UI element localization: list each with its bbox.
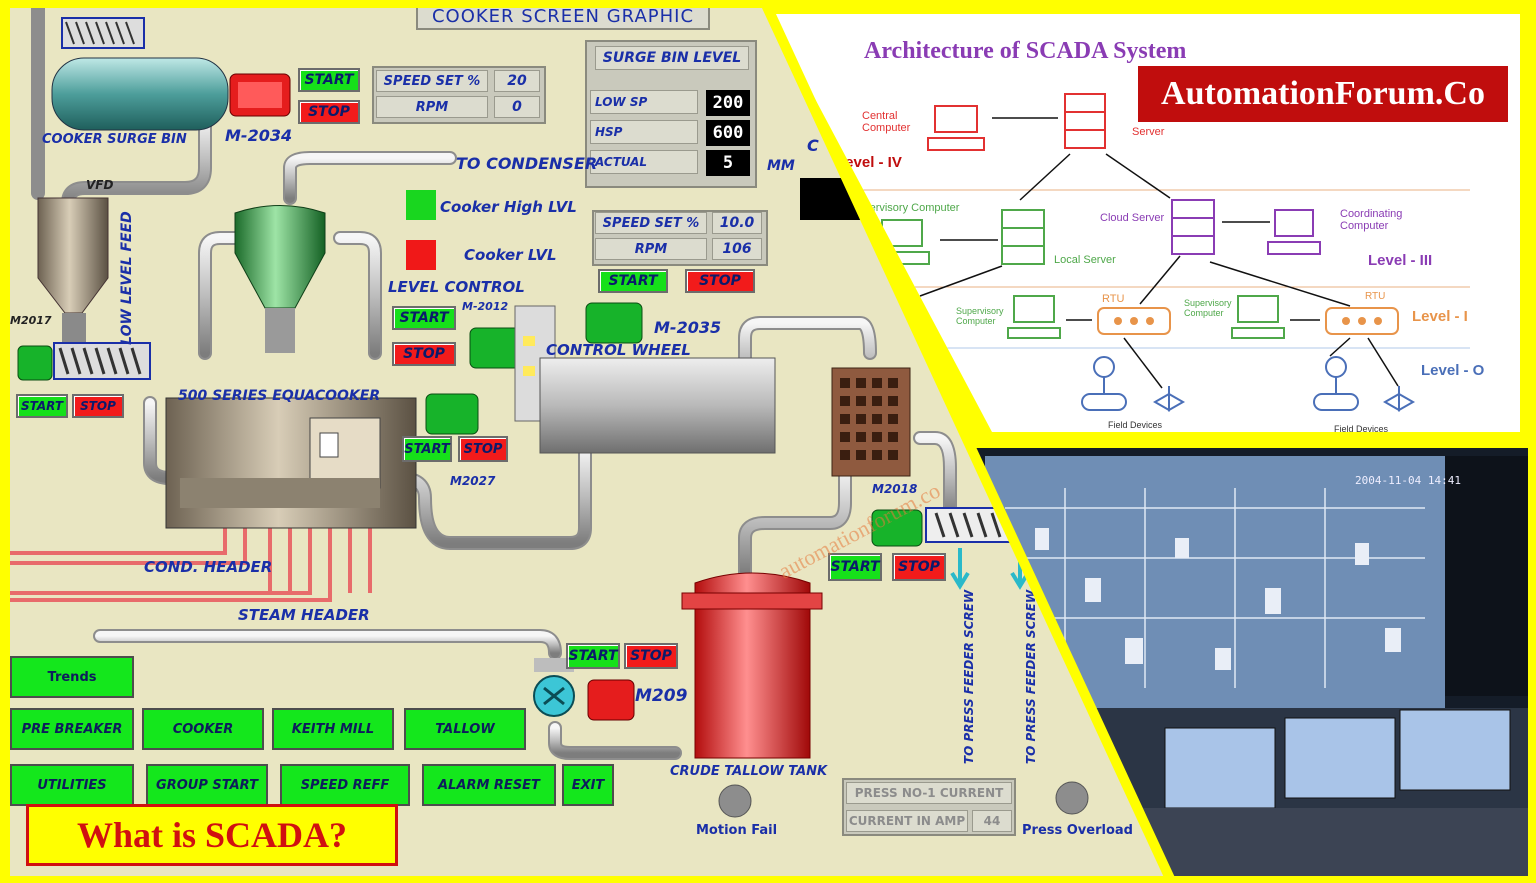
m209-label: M209 <box>635 686 688 706</box>
cond-header-label: COND. HEADER <box>144 558 273 576</box>
cloud-server-label: Cloud Server <box>1100 212 1165 224</box>
surge-unit: MM <box>767 158 795 174</box>
cooker-lvl-label: Cooker LVL <box>464 246 557 264</box>
motion-fail-label: Motion Fail <box>696 823 778 838</box>
amp-value: 44 <box>972 810 1012 832</box>
trends-button[interactable]: Trends <box>10 656 134 698</box>
rpm-label-1: RPM <box>376 96 488 118</box>
timestamp: 2004-11-04 14:41 <box>1355 474 1461 487</box>
supervisory-computer-label: Supervisory Computer <box>850 202 960 214</box>
group-start-button[interactable]: GROUP START <box>146 764 268 806</box>
to-condenser-label: TO CONDENSER <box>456 154 598 173</box>
coordinating-computer-label: Coordinating Computer <box>1340 208 1403 232</box>
level-control-label: LEVEL CONTROL <box>388 278 525 296</box>
keith-mill-button[interactable]: KEITH MILL <box>272 708 394 750</box>
cooker-button[interactable]: COOKER <box>142 708 264 750</box>
m2012-start-button[interactable]: START <box>392 306 456 330</box>
vfd-label: VFD <box>86 178 114 192</box>
actual-label: ACTUAL <box>590 150 698 174</box>
speed-reff-button[interactable]: SPEED REFF <box>280 764 410 806</box>
m2035-stop-button[interactable]: STOP <box>685 269 755 293</box>
amp-label: CURRENT IN AMP <box>846 810 968 832</box>
speed-set-value-1[interactable]: 20 <box>494 70 540 92</box>
field-devices-label-2: Field Devices <box>1334 424 1389 432</box>
cooker-lvl-indicator <box>406 240 436 270</box>
m2012-label: M-2012 <box>462 300 509 313</box>
cooker-high-lvl-label: Cooker High LVL <box>440 198 577 216</box>
surge-bin-title: SURGE BIN LEVEL <box>595 46 749 70</box>
hsp-label: HSP <box>590 120 698 144</box>
equacooker-label: 500 SERIES EQUACOOKER <box>178 388 381 404</box>
rpm-value-1: 0 <box>494 96 540 118</box>
server-label: Server <box>1132 126 1165 138</box>
actual-value: 5 <box>706 150 750 176</box>
what-is-scada-badge: What is SCADA? <box>26 804 398 866</box>
press-feeder-label-1: TO PRESS FEEDER SCREW <box>962 589 977 765</box>
cooker-surge-bin-label: COOKER SURGE BIN <box>42 132 187 147</box>
architecture-title: Architecture of SCADA System <box>864 38 1187 64</box>
m2035-label: M-2035 <box>654 318 722 337</box>
cooker-high-lvl-indicator <box>406 190 436 220</box>
m2027-start-button[interactable]: START <box>402 436 452 462</box>
level-i-label: Level - I <box>1412 308 1468 325</box>
press-feeder-label-2: TO PRESS FEEDER SCREW <box>1024 589 1039 765</box>
central-computer-label: Central Computer <box>862 110 911 134</box>
m2012-stop-button[interactable]: STOP <box>392 342 456 366</box>
rtu-label-1: RTU <box>1102 293 1125 305</box>
local-server-label: Local Server <box>1054 254 1116 266</box>
press-title: PRESS NO-1 CURRENT <box>846 782 1012 804</box>
supervisory-small-label-2: Supervisory Computer <box>1184 298 1232 318</box>
low-sp-value: 200 <box>706 90 750 116</box>
speed-set-value-2[interactable]: 10.0 <box>712 212 762 234</box>
alarm-reset-button[interactable]: ALARM RESET <box>422 764 556 806</box>
m2035-start-button[interactable]: START <box>598 269 668 293</box>
level-iii-label: Level - III <box>1368 252 1433 269</box>
m2017-label: M2017 <box>10 314 52 327</box>
hsp-value: 600 <box>706 120 750 146</box>
m2027-stop-button[interactable]: STOP <box>458 436 508 462</box>
field-devices-label-1: Field Devices <box>1108 420 1163 430</box>
press-overload-label: Press Overload <box>1022 823 1133 838</box>
rtu-label-2: RTU <box>1365 291 1386 302</box>
m2017-stop-button[interactable]: STOP <box>72 394 124 418</box>
m2034-label: M-2034 <box>225 126 293 145</box>
cut-label: C <box>807 136 819 155</box>
m2027-label: M2027 <box>450 474 496 488</box>
m2034-start-button[interactable]: START <box>298 68 360 92</box>
rpm-value-2: 106 <box>712 238 762 260</box>
m2034-stop-button[interactable]: STOP <box>298 100 360 124</box>
utilities-button[interactable]: UTILITIES <box>10 764 134 806</box>
speed-set-label-2: SPEED SET % <box>595 212 707 234</box>
m2017-start-button[interactable]: START <box>16 394 68 418</box>
m209-start-button[interactable]: START <box>566 643 620 669</box>
hmi-title: COOKER SCREEN GRAPHIC <box>416 8 710 30</box>
brand-banner: AutomationForum.Co <box>1138 66 1508 122</box>
tallow-button[interactable]: TALLOW <box>404 708 526 750</box>
rpm-label-2: RPM <box>595 238 707 260</box>
control-wheel-label: CONTROL WHEEL <box>546 341 691 359</box>
speed-set-label-1: SPEED SET % <box>376 70 488 92</box>
m209-stop-button[interactable]: STOP <box>624 643 678 669</box>
level-iv-label: Level - IV <box>836 154 902 171</box>
pre-breaker-button[interactable]: PRE BREAKER <box>10 708 134 750</box>
m2018-stop-button[interactable]: STOP <box>892 553 946 581</box>
level-o-label: Level - O <box>1421 362 1485 379</box>
low-sp-label: LOW SP <box>590 90 698 114</box>
supervisory-small-label-1: Supervisory Computer <box>956 306 1004 326</box>
exit-button[interactable]: EXIT <box>562 764 614 806</box>
crude-tallow-tank-label: CRUDE TALLOW TANK <box>670 764 828 779</box>
steam-header-label: STEAM HEADER <box>238 606 370 624</box>
low-level-feed-label: LOW LEVEL FEED <box>118 211 135 345</box>
